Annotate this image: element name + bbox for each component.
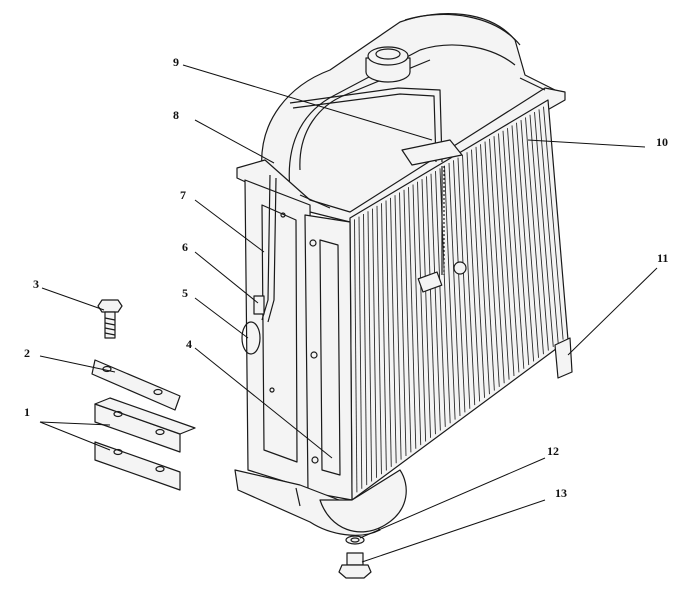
core-fin	[475, 146, 490, 395]
hose-clamp-ring	[241, 321, 261, 355]
callout-12: 12	[547, 444, 559, 458]
callout-8: 8	[173, 108, 179, 122]
leader-8	[194, 119, 275, 164]
callout-1: 1	[24, 405, 30, 419]
core-fin	[417, 181, 427, 442]
core-fin	[516, 122, 535, 362]
core-fin	[507, 128, 525, 369]
callout-2: 2	[24, 346, 30, 360]
callout-7: 7	[180, 188, 186, 202]
core-fin	[390, 197, 397, 464]
core-fin	[511, 125, 530, 366]
core-fin	[543, 106, 564, 340]
core-fin	[448, 162, 461, 417]
callout-4: 4	[186, 337, 192, 351]
core-fin	[453, 160, 466, 413]
core-fin	[493, 136, 510, 380]
core-fin	[421, 179, 431, 438]
callout-labels: 1 2 3 4 5 6 7 8 9 10 11 12 13	[24, 55, 668, 500]
core-fin	[457, 157, 471, 409]
core-fin	[430, 173, 441, 431]
core-fin	[529, 114, 549, 351]
core-fin	[394, 195, 402, 460]
leader-4	[194, 347, 333, 459]
callout-3: 3	[33, 277, 39, 291]
leader-11	[567, 267, 658, 356]
leader-5	[194, 297, 249, 339]
core-fin	[538, 109, 559, 344]
leader-9	[182, 64, 433, 141]
core-fin	[367, 211, 373, 482]
core-fin	[403, 189, 412, 453]
callout-5: 5	[182, 286, 188, 300]
core-fin	[525, 117, 544, 355]
drain-pipe	[253, 174, 277, 323]
leader-6	[194, 251, 259, 304]
leader-10	[527, 139, 646, 148]
core-fin	[520, 120, 539, 358]
leader-2	[39, 355, 116, 373]
core-fin	[466, 152, 481, 402]
core-fin	[489, 138, 505, 384]
leader-lines	[39, 64, 658, 563]
callout-10: 10	[656, 135, 668, 149]
lower-tank	[234, 469, 407, 536]
mount-bolt	[97, 299, 123, 339]
callout-6: 6	[182, 240, 188, 254]
core-fin	[435, 171, 446, 427]
right-mount-bracket	[554, 337, 573, 379]
leader-12	[359, 457, 546, 539]
core-fin	[385, 200, 392, 467]
radiator-core	[349, 99, 569, 501]
core-fin	[502, 130, 520, 373]
core-fin	[358, 216, 363, 489]
core-fin	[408, 187, 417, 449]
leader-1a	[39, 421, 111, 426]
core-fin	[426, 176, 436, 435]
rubber-pads	[94, 397, 196, 491]
core-fin	[462, 154, 476, 406]
core-fin	[399, 192, 407, 457]
core-fin	[372, 208, 377, 478]
upper-tank	[261, 13, 556, 216]
leader-1b	[39, 421, 111, 451]
side-plate	[244, 179, 353, 501]
core-fin	[484, 141, 500, 387]
core-fin	[363, 213, 368, 486]
core-fin	[444, 165, 456, 420]
callout-13: 13	[555, 486, 567, 500]
core-fin	[498, 133, 515, 377]
leader-3	[41, 287, 105, 311]
callout-11: 11	[657, 251, 668, 265]
overflow-tube	[289, 87, 463, 166]
core-fin	[376, 205, 382, 475]
leader-13	[361, 499, 546, 563]
core-fin	[480, 144, 495, 391]
core-fin	[534, 112, 554, 347]
drain-plug	[338, 552, 372, 579]
drain-washer	[345, 535, 365, 545]
core-fin	[381, 203, 387, 471]
core-fin	[471, 149, 485, 398]
core-fin	[354, 219, 358, 493]
leader-7	[194, 199, 265, 253]
filler-cap	[365, 46, 411, 83]
callout-9: 9	[173, 55, 179, 69]
core-fitting	[417, 166, 467, 293]
core-fin	[412, 184, 422, 446]
